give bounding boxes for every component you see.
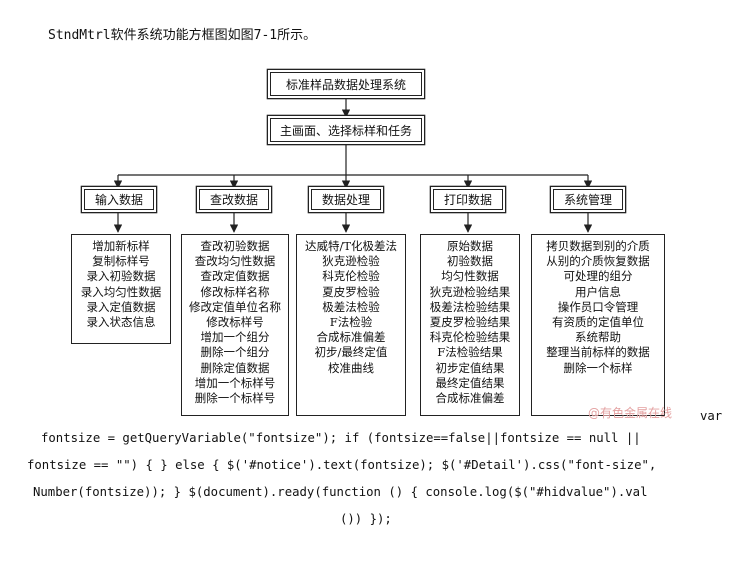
figure-caption: StndMtrl软件系统功能方框图如图7-1所示。 xyxy=(48,28,317,43)
module-system-management-details: 拷贝数据到别的介质 从别的介质恢复数据 可处理的组分 用户信息 操作员口令管理 … xyxy=(531,234,665,416)
detail-item: 增加新标样 xyxy=(92,239,150,253)
module-label: 打印数据 xyxy=(443,193,492,207)
detail-item: 查改定值数据 xyxy=(200,269,270,284)
main-node: 主画面、选择标样和任务 xyxy=(270,118,422,142)
detail-item: 校准曲线 xyxy=(328,360,374,375)
detail-item: 拷贝数据到别的介质 xyxy=(546,239,650,253)
watermark-text: @有色金属在线 xyxy=(588,406,673,420)
module-system-management: 系统管理 xyxy=(553,189,623,210)
module-label: 查改数据 xyxy=(209,193,258,207)
module-label: 系统管理 xyxy=(563,193,612,207)
detail-item: 删除一个标样 xyxy=(563,360,633,375)
detail-item: 操作员口令管理 xyxy=(557,299,639,314)
detail-item: 查改初验数据 xyxy=(200,239,270,253)
detail-item: 夏皮罗检验 xyxy=(322,284,380,299)
detail-item: 录入均匀性数据 xyxy=(80,284,162,299)
detail-item: 录入定值数据 xyxy=(86,299,156,314)
detail-item: F法检验 xyxy=(329,315,373,330)
detail-item: 可处理的组分 xyxy=(563,269,633,284)
module-data-processing-details: 达威特/T化极差法 狄克逊检验 科克伦检验 夏皮罗检验 极差法检验 F法检验 合… xyxy=(296,234,406,416)
detail-item: 用户信息 xyxy=(575,284,621,299)
module-print-data-details: 原始数据 初验数据 均匀性数据 狄克逊检验结果 极差法检验结果 夏皮罗检验结果 … xyxy=(420,234,520,416)
detail-item: 最终定值结果 xyxy=(435,375,505,390)
code-line: Number(fontsize)); } $(document).ready(f… xyxy=(33,485,648,499)
detail-item: 修改标样名称 xyxy=(200,284,270,299)
module-label: 数据处理 xyxy=(321,193,370,207)
root-node-label: 标准样品数据处理系统 xyxy=(285,77,406,92)
module-print-data: 打印数据 xyxy=(433,189,503,210)
detail-item: 增加一个组分 xyxy=(200,330,270,345)
detail-item: 达威特/T化极差法 xyxy=(304,239,398,253)
detail-item: 狄克逊检验 xyxy=(322,254,380,269)
detail-item: 狄克逊检验结果 xyxy=(429,284,511,299)
module-input-data: 输入数据 xyxy=(84,189,154,210)
detail-item: 合成标准偏差 xyxy=(435,391,505,406)
detail-item: 录入初验数据 xyxy=(86,269,156,284)
detail-item: 科克伦检验结果 xyxy=(429,330,511,345)
detail-item: 查改均匀性数据 xyxy=(194,254,276,269)
code-line: fontsize == "") { } else { $('#notice').… xyxy=(27,458,657,472)
detail-item: 初步定值结果 xyxy=(435,360,505,375)
detail-item: 原始数据 xyxy=(447,239,493,253)
detail-item: 系统帮助 xyxy=(575,330,621,345)
detail-item: 增加一个标样号 xyxy=(194,375,276,390)
code-line: fontsize = getQueryVariable("fontsize");… xyxy=(41,431,641,445)
detail-item: 删除一个组分 xyxy=(200,345,270,360)
root-node: 标准样品数据处理系统 xyxy=(270,72,422,96)
module-data-processing: 数据处理 xyxy=(311,189,381,210)
detail-item: 删除一个标样号 xyxy=(194,391,276,406)
detail-item: 极差法检验结果 xyxy=(429,299,511,314)
detail-item: 修改定值单位名称 xyxy=(189,299,281,314)
detail-item: 初步/最终定值 xyxy=(314,345,388,360)
detail-item: 修改标样号 xyxy=(206,315,264,330)
code-line: var xyxy=(700,409,723,423)
detail-item: 录入状态信息 xyxy=(86,315,156,330)
module-edit-data: 查改数据 xyxy=(199,189,269,210)
module-edit-data-details: 查改初验数据 查改均匀性数据 查改定值数据 修改标样名称 修改定值单位名称 修改… xyxy=(181,234,289,416)
detail-item: F法检验结果 xyxy=(437,345,503,360)
detail-item: 夏皮罗检验结果 xyxy=(429,315,511,330)
detail-item: 科克伦检验 xyxy=(322,269,380,284)
module-input-data-details: 增加新标样 复制标样号 录入初验数据 录入均匀性数据 录入定值数据 录入状态信息 xyxy=(71,234,171,344)
detail-item: 整理当前标样的数据 xyxy=(546,345,650,360)
detail-item: 有资质的定值单位 xyxy=(552,315,644,330)
detail-item: 复制标样号 xyxy=(92,254,150,269)
detail-item: 删除定值数据 xyxy=(200,360,270,375)
detail-item: 合成标准偏差 xyxy=(316,330,386,345)
main-node-label: 主画面、选择标样和任务 xyxy=(279,123,412,138)
code-line: ()) }); xyxy=(340,512,392,526)
detail-item: 极差法检验 xyxy=(322,299,380,314)
detail-item: 均匀性数据 xyxy=(441,269,499,284)
detail-item: 从别的介质恢复数据 xyxy=(546,254,650,269)
detail-item: 初验数据 xyxy=(447,254,493,269)
module-label: 输入数据 xyxy=(94,193,143,207)
